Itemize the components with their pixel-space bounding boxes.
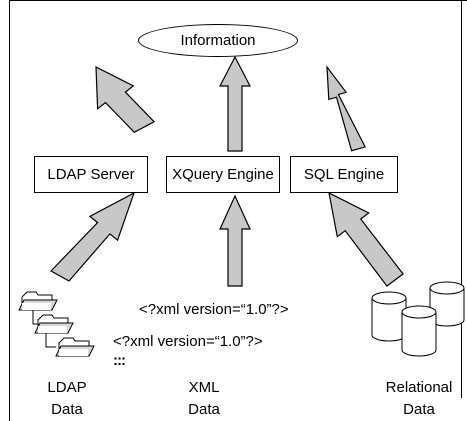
ldap-data-label-line1: LDAP bbox=[47, 379, 87, 396]
xquery-engine-node: XQuery Engine bbox=[166, 156, 280, 193]
arrow-relational-data-to-sql bbox=[328, 191, 404, 287]
arrow-ldap-data-to-ldap-server bbox=[50, 191, 136, 282]
arrow-ldap-to-information bbox=[95, 66, 156, 134]
database-cylinder bbox=[371, 291, 407, 342]
xml-declaration-line: <?xml version=“1.0”?> bbox=[113, 333, 263, 350]
xquery-engine-label: XQuery Engine bbox=[172, 166, 274, 183]
arrow-xquery-to-information bbox=[219, 55, 251, 152]
ldap-server-label: LDAP Server bbox=[47, 166, 135, 183]
database-cylinder bbox=[401, 305, 437, 357]
xml-declaration-line: <?xml version=“1.0”?> bbox=[139, 301, 289, 318]
arrow-sql-to-information bbox=[326, 65, 366, 152]
folder-tree-icon bbox=[18, 291, 95, 357]
information-node: Information bbox=[138, 24, 298, 57]
sql-engine-node: SQL Engine bbox=[290, 156, 398, 193]
folder-icon bbox=[18, 291, 58, 311]
relational-data-label-line1: Relational bbox=[385, 379, 453, 396]
xml-more-indicator: ::: bbox=[113, 352, 126, 369]
sql-engine-label: SQL Engine bbox=[303, 166, 385, 183]
database-cylinder bbox=[429, 281, 465, 327]
folder-icon bbox=[34, 314, 74, 334]
database-cylinders-icon bbox=[371, 281, 465, 357]
relational-data-label-line2: Data bbox=[403, 401, 435, 418]
xml-data-label-line1: XML bbox=[188, 379, 220, 396]
ldap-server-node: LDAP Server bbox=[34, 156, 148, 193]
ldap-data-label: LDAP Data bbox=[12, 377, 122, 421]
ldap-data-label-line2: Data bbox=[51, 401, 83, 418]
arrow-xml-data-to-xquery bbox=[219, 194, 251, 287]
xml-data-label: XML Data bbox=[149, 377, 259, 421]
folder-icon bbox=[55, 337, 95, 357]
relational-data-label: Relational Data bbox=[364, 377, 467, 421]
frame bbox=[9, 0, 467, 421]
xml-data-label-line2: Data bbox=[188, 401, 220, 418]
information-label: Information bbox=[180, 32, 256, 49]
